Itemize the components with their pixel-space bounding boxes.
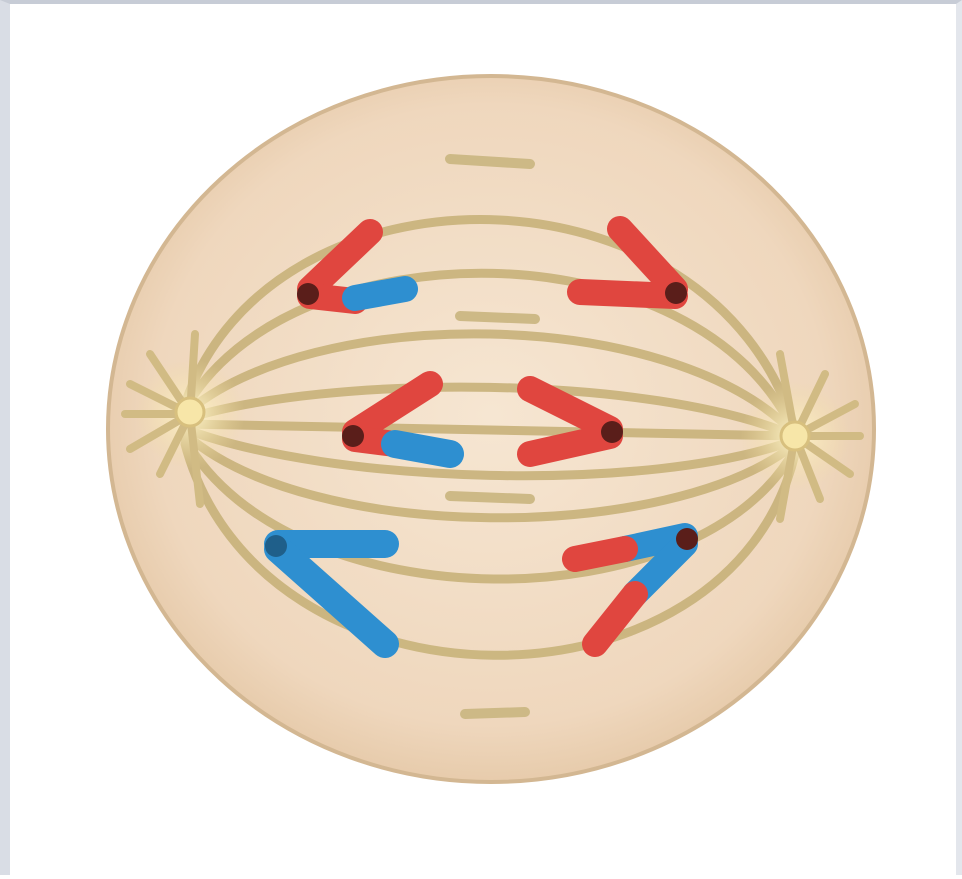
cell-diagram: [10, 4, 962, 879]
